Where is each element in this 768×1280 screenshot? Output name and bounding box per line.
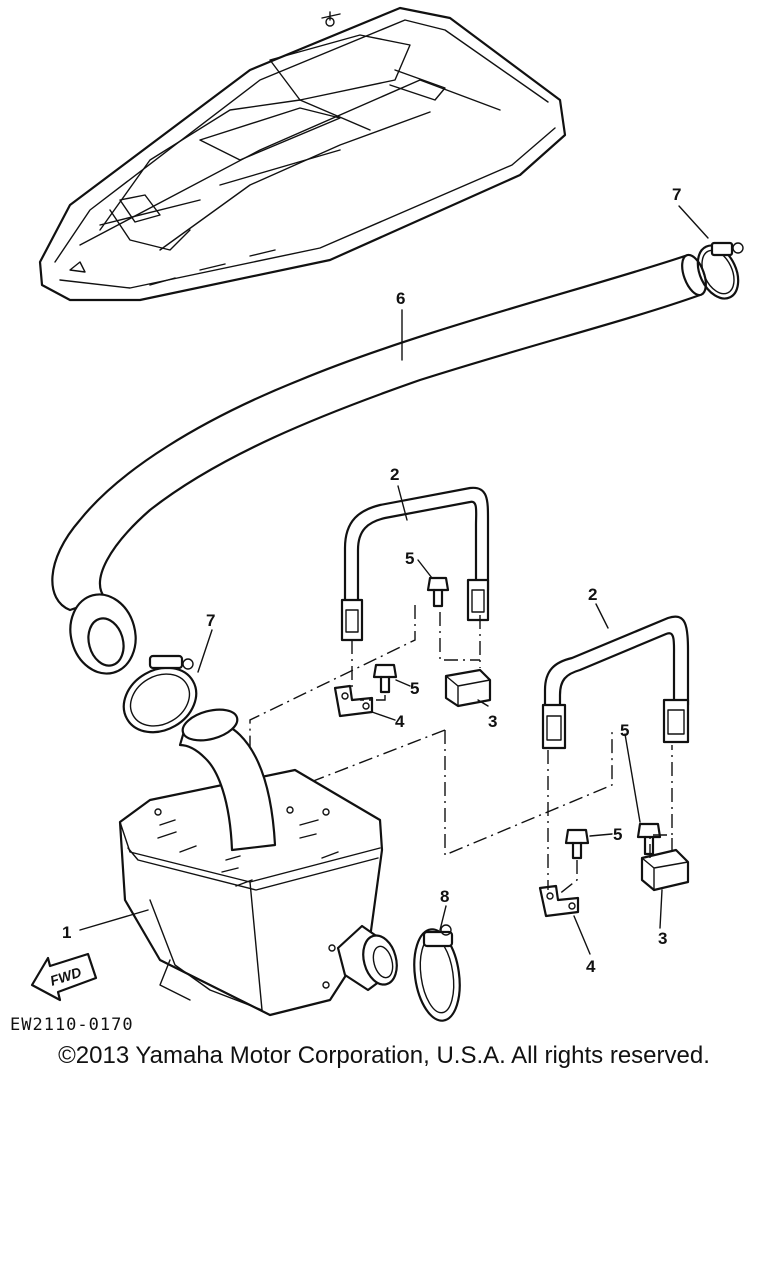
damper-block-lower [640, 848, 690, 892]
watercraft-hull [38, 6, 567, 302]
damper-block-upper [444, 668, 492, 708]
hose-clamp-outlet [413, 924, 461, 1022]
hose-clamp-upper [696, 241, 744, 300]
callout-5-a: 5 [405, 549, 414, 568]
callout-5-b: 5 [410, 679, 419, 698]
hose-clamp-lower [122, 654, 198, 734]
callout-7-lower: 7 [206, 611, 215, 630]
callout-6: 6 [396, 289, 405, 308]
callout-3-lower: 3 [658, 929, 667, 948]
callout-labels: 7 6 2 5 2 7 5 4 3 5 5 8 3 1 4 [62, 185, 681, 976]
exhaust-hose [51, 253, 707, 675]
callout-2-lower: 2 [588, 585, 597, 604]
bolt-5b [372, 663, 398, 694]
callout-4-upper: 4 [395, 712, 405, 731]
callout-7-upper: 7 [672, 185, 681, 204]
callout-5-c: 5 [620, 721, 629, 740]
forward-arrow-icon: FWD [30, 952, 98, 1002]
clip-bracket-lower [538, 884, 580, 918]
mounting-strap-lower [541, 615, 690, 750]
callout-8: 8 [440, 887, 449, 906]
callout-1: 1 [62, 923, 71, 942]
drawing-code: EW2110-0170 [10, 1015, 134, 1035]
callout-4-lower: 4 [586, 957, 596, 976]
copyright-notice: ©2013 Yamaha Motor Corporation, U.S.A. A… [58, 1042, 710, 1069]
bolt-5d [564, 828, 590, 860]
callout-leaders [79, 205, 709, 955]
clip-bracket-upper [333, 684, 374, 718]
mounting-strap-upper [340, 486, 490, 642]
callout-5-d: 5 [613, 825, 622, 844]
muffler [118, 708, 398, 1017]
exploded-parts-diagram: 7 6 2 5 2 7 5 4 3 5 5 8 3 1 4 FWD EW2110… [10, 6, 744, 1035]
callout-2-upper: 2 [390, 465, 399, 484]
assembly-leader-lines [249, 605, 673, 896]
bolt-5c [636, 822, 662, 856]
bolt-5a [426, 576, 450, 608]
callout-3-upper: 3 [488, 712, 497, 731]
